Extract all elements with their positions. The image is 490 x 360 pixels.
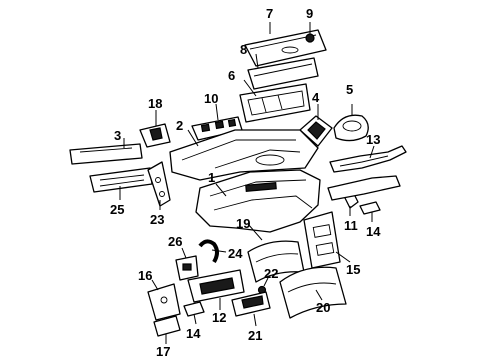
part-12-knee-panel: [187, 269, 245, 303]
part-25-lower-duct: [89, 167, 153, 193]
callout-4: 4: [312, 90, 320, 105]
callout-18: 18: [148, 96, 162, 111]
callout-12: 12: [212, 310, 226, 325]
part-4-speaker-grille: [299, 115, 333, 147]
leader-lines: [119, 22, 375, 344]
part-2-panel-pad: [169, 129, 319, 181]
callout-23: 23: [150, 212, 164, 227]
part-8-door-inner: [247, 57, 319, 90]
callout-16: 16: [138, 268, 152, 283]
callout-21: 21: [248, 328, 262, 343]
callout-15: 15: [346, 262, 360, 277]
part-1-carrier: [195, 169, 321, 233]
callout-22: 22: [264, 266, 278, 281]
part-14-clip-right: [359, 201, 381, 215]
callout-7: 7: [266, 6, 273, 21]
part-21-lower-trim: [231, 291, 271, 317]
callout-3: 3: [114, 128, 121, 143]
callout-10: 10: [204, 91, 218, 106]
callout-1: 1: [208, 170, 215, 185]
part-5-cover: [333, 114, 369, 142]
callout-labels: 7 9 8 6 10 18 4 5 2 3 13 1 25 23 11 14 1…: [110, 6, 381, 359]
callout-17: 17: [156, 344, 170, 359]
callout-11: 11: [344, 218, 358, 233]
callout-26: 26: [168, 234, 182, 249]
part-20-lower-panel: [279, 266, 347, 319]
part-9-fastener: [305, 33, 315, 43]
part-14-clip-left: [183, 301, 205, 317]
part-17-plate: [153, 315, 181, 337]
callout-14-left: 14: [186, 326, 201, 341]
callout-5: 5: [346, 82, 353, 97]
callout-19: 19: [236, 216, 250, 231]
part-23-side-bracket: [147, 161, 171, 207]
part-3-duct: [69, 143, 143, 165]
part-15-console-panel: [303, 211, 341, 269]
part-right-upper-trim: [327, 175, 401, 201]
callout-2: 2: [176, 118, 183, 133]
part-13-bracket: [329, 145, 407, 173]
part-26-bracket: [175, 255, 199, 281]
callout-14-right: 14: [366, 224, 381, 239]
callout-20: 20: [316, 300, 330, 315]
part-6-glove-box-bin: [239, 83, 311, 123]
callout-9: 9: [306, 6, 313, 21]
callout-24: 24: [228, 246, 243, 261]
callout-8: 8: [240, 42, 247, 57]
part-18-trim: [139, 123, 171, 148]
callout-25: 25: [110, 202, 124, 217]
part-10-vent: [191, 116, 243, 141]
part-16-left-bracket: [147, 283, 181, 321]
part-24-hose: [198, 239, 219, 264]
callout-6: 6: [228, 68, 235, 83]
callout-13: 13: [366, 132, 380, 147]
